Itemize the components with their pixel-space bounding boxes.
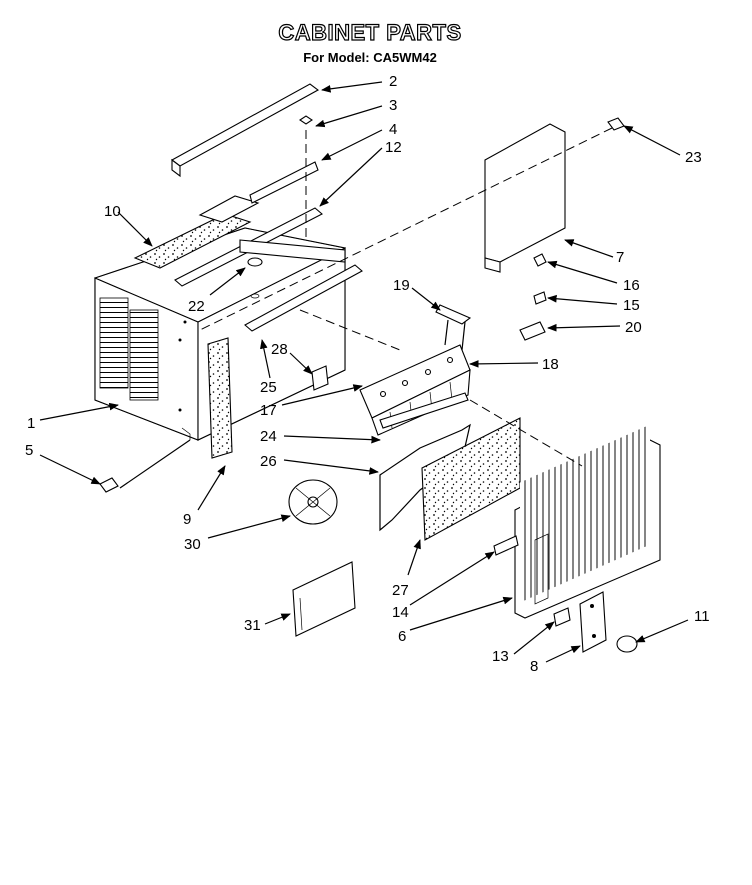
callout-14: 14: [392, 604, 409, 621]
callout-20: 20: [625, 319, 642, 336]
callout-17: 17: [260, 402, 277, 419]
filter-frame-26: [379, 423, 471, 532]
callout-1: 1: [27, 415, 35, 432]
callout-11: 11: [694, 608, 710, 625]
callout-labels: 2 3 4 12 10 22 23 7 16 15 20 19 18 28 25…: [25, 73, 710, 675]
side-seal-9: [207, 337, 233, 459]
callout-19: 19: [393, 277, 410, 294]
clip-19: [435, 304, 472, 325]
grommet-22: [247, 257, 263, 267]
callout-22: 22: [188, 298, 205, 315]
leader-lines: [39, 81, 689, 663]
callout-25: 25: [260, 379, 277, 396]
callout-13: 13: [492, 648, 509, 665]
callout-6: 6: [398, 628, 406, 645]
screw-3: [299, 115, 313, 125]
model-subtitle: For Model: CA5WM42: [303, 50, 437, 65]
callout-7: 7: [616, 249, 624, 266]
callout-9: 9: [183, 511, 191, 528]
front-panel-6: [514, 424, 661, 619]
knob-13: [553, 607, 571, 627]
blower-housing: [359, 344, 471, 436]
seal-strip-24: [379, 392, 469, 429]
page-title: CABINET PARTS: [278, 19, 462, 45]
control-plate-8: [579, 591, 607, 653]
clip-15: [533, 291, 547, 305]
latch-14: [493, 535, 519, 556]
callout-28: 28: [271, 341, 288, 358]
top-insulation: [133, 213, 252, 269]
callout-23: 23: [685, 149, 702, 166]
callout-27: 27: [392, 582, 409, 599]
bracket-28: [311, 365, 329, 391]
filter-27: [421, 417, 521, 541]
knob-11: [616, 635, 638, 653]
lower-rail-25: [244, 264, 363, 332]
callout-24: 24: [260, 428, 277, 445]
clip-20: [519, 321, 546, 341]
callout-15: 15: [623, 297, 640, 314]
callout-4: 4: [389, 121, 397, 138]
fan-motor-30: [288, 479, 338, 525]
screw-16: [533, 253, 547, 267]
callout-31: 31: [244, 617, 261, 634]
cabinet-shell: [94, 227, 347, 441]
callout-26: 26: [260, 453, 277, 470]
top-channel-4: [249, 161, 319, 204]
callout-16: 16: [623, 277, 640, 294]
top-rail-2: [170, 83, 320, 167]
callout-30: 30: [184, 536, 201, 553]
top-insulation-cap: [198, 195, 260, 223]
screw-5: [99, 477, 119, 493]
callout-12: 12: [385, 139, 402, 156]
callout-8: 8: [530, 658, 538, 675]
callout-2: 2: [389, 73, 397, 90]
screw-23: [607, 117, 625, 131]
access-panel-31: [292, 561, 356, 637]
callout-10: 10: [104, 203, 121, 220]
rear-grille-7: [484, 123, 566, 273]
callout-18: 18: [542, 356, 559, 373]
callout-5: 5: [25, 442, 33, 459]
callout-3: 3: [389, 97, 397, 114]
